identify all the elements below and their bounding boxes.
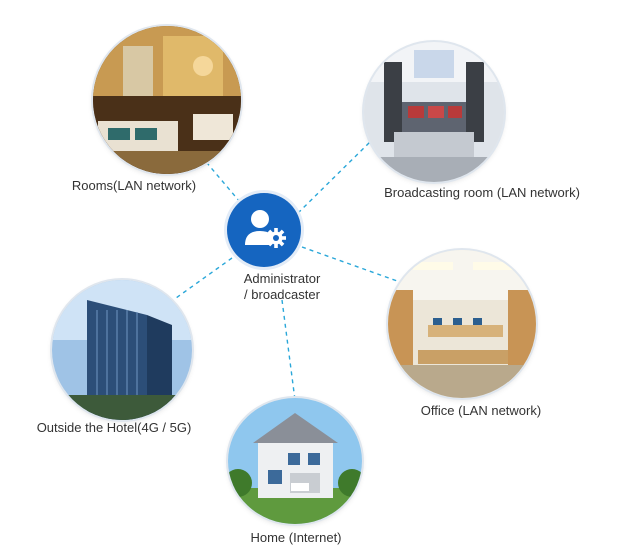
hub-label-line1: Administrator bbox=[243, 271, 321, 286]
hub-label-line2: / broadcaster bbox=[244, 287, 320, 302]
hub-label: Administrator / broadcaster bbox=[244, 271, 321, 303]
admin-gear-icon bbox=[245, 210, 286, 248]
home-label: Home (Internet) bbox=[250, 530, 342, 545]
outside-hotel-photo bbox=[52, 280, 192, 420]
office-photo bbox=[388, 250, 536, 398]
link-office bbox=[301, 246, 401, 283]
link-broadcasting bbox=[297, 139, 373, 214]
link-home bbox=[281, 299, 296, 401]
broadcasting-room-photo bbox=[364, 42, 504, 182]
office-label: Office (LAN network) bbox=[420, 403, 542, 418]
administrator-hub[interactable] bbox=[227, 193, 301, 267]
home-photo bbox=[228, 398, 362, 524]
outside-label: Outside the Hotel(4G / 5G) bbox=[36, 420, 192, 435]
rooms-label: Rooms(LAN network) bbox=[71, 178, 197, 193]
rooms-photo bbox=[93, 26, 241, 174]
link-outside bbox=[175, 257, 233, 299]
broadcasting-label: Broadcasting room (LAN network) bbox=[384, 185, 580, 200]
